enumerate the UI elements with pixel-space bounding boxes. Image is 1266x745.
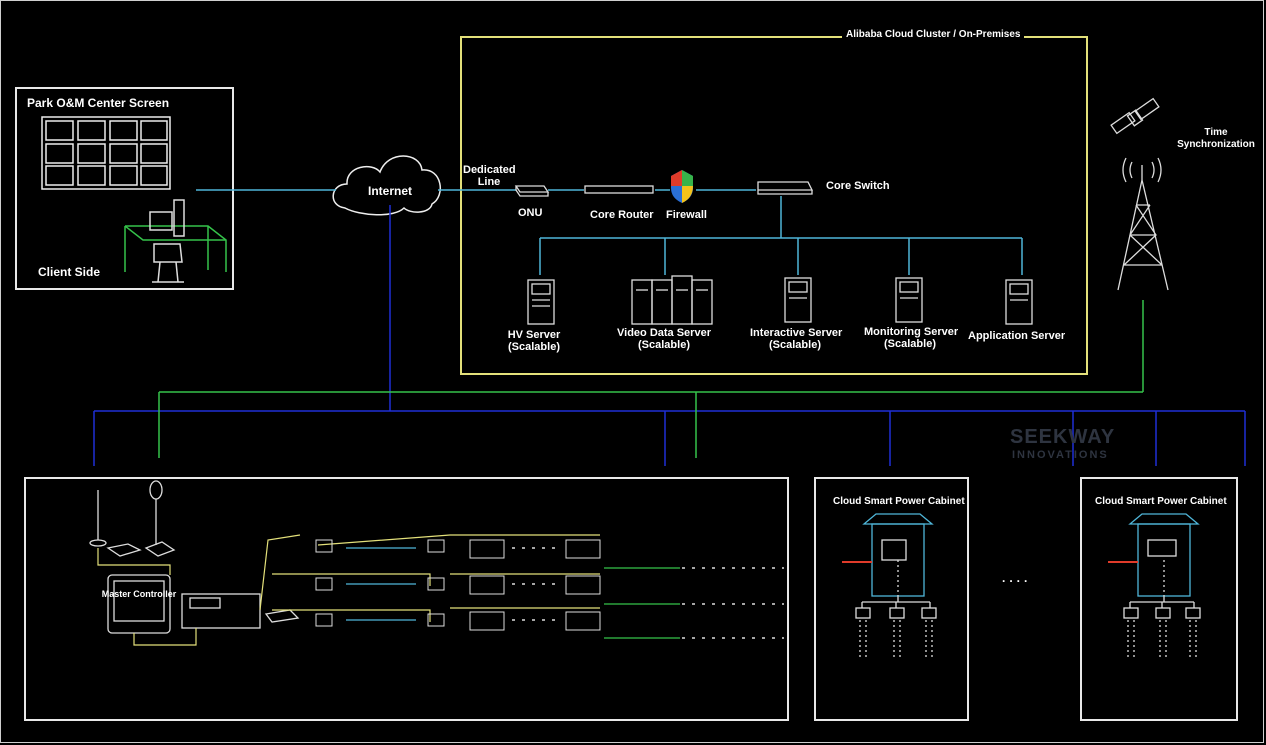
- field-devices: [89, 480, 300, 634]
- cabinet-title-2: Cloud Smart Power Cabinet: [1095, 496, 1227, 507]
- field-green-lines: [604, 567, 680, 639]
- field-repeaters: [315, 539, 601, 631]
- time-sync-label: Time Synchronization: [1177, 127, 1255, 150]
- gps-icon: [149, 480, 163, 500]
- radio-tower-icon: [1117, 157, 1169, 291]
- satellite-icon: [1110, 97, 1160, 135]
- power-cabinet-1-icon: [842, 513, 937, 660]
- watermark-sub: INNOVATIONS: [1012, 449, 1109, 461]
- onu-label: ONU: [518, 207, 543, 219]
- power-cabinet-box-2: [1080, 477, 1238, 721]
- park-om-box: [15, 87, 234, 290]
- server-label-video: Video Data Server(Scalable): [617, 327, 711, 351]
- core-router-icon: [584, 185, 654, 194]
- green-links: [158, 300, 1144, 458]
- control-unit-icon: [181, 593, 261, 629]
- internet-cloud-icon: [332, 155, 441, 216]
- server-icons: [527, 275, 1033, 325]
- cluster-box: [460, 36, 1088, 375]
- power-cabinet-2-icon: [1108, 513, 1201, 660]
- switch-icon: [264, 609, 300, 623]
- server-label-interactive: Interactive Server(Scalable): [750, 327, 843, 351]
- cluster-title: Alibaba Cloud Cluster / On-Premises: [842, 29, 1025, 40]
- modem-icon-1: [106, 543, 142, 557]
- video-wall-icon: [41, 116, 171, 190]
- monitoring-server-icon: [895, 277, 923, 323]
- application-server-icon: [1005, 279, 1033, 325]
- client-desk-icon: [124, 199, 227, 283]
- master-controller-icon: [107, 574, 171, 634]
- blue-links: [93, 205, 1246, 466]
- modem-icon-2: [144, 541, 176, 557]
- watermark-brand: SEEKWAY: [1010, 426, 1116, 448]
- park-title: Park O&M Center Screen: [27, 96, 170, 110]
- power-cabinet-box-1: [814, 477, 969, 721]
- onu-icon: [514, 185, 550, 197]
- server-label-application: Application Server: [968, 330, 1066, 342]
- field-cyan-lines: [346, 547, 416, 621]
- hv-server-icon: [527, 279, 555, 325]
- master-controller-label: Master Controller: [102, 589, 177, 599]
- firewall-icon: [671, 170, 693, 203]
- client-side-label: Client Side: [38, 265, 101, 279]
- server-label-monitoring: Monitoring Server(Scalable): [864, 326, 959, 350]
- field-dotted-lines: [512, 547, 784, 639]
- firewall-label: Firewall: [666, 209, 707, 221]
- yellow-wiring: [97, 534, 600, 646]
- core-router-label: Core Router: [590, 209, 654, 221]
- cabinet-title-1: Cloud Smart Power Cabinet: [833, 496, 965, 507]
- cabinet-ellipsis: · · · ·: [1002, 574, 1028, 588]
- server-label-hv: HV Server(Scalable): [507, 329, 561, 353]
- video-data-server-icon: [631, 275, 713, 325]
- core-switch-label: Core Switch: [826, 180, 890, 192]
- cyan-links: [196, 189, 1023, 275]
- internet-label: Internet: [368, 184, 413, 198]
- dedicated-line-label: Dedicated Line: [463, 164, 516, 188]
- core-switch-icon: [757, 181, 814, 195]
- field-controller-box: [24, 477, 789, 721]
- interactive-server-icon: [784, 277, 812, 323]
